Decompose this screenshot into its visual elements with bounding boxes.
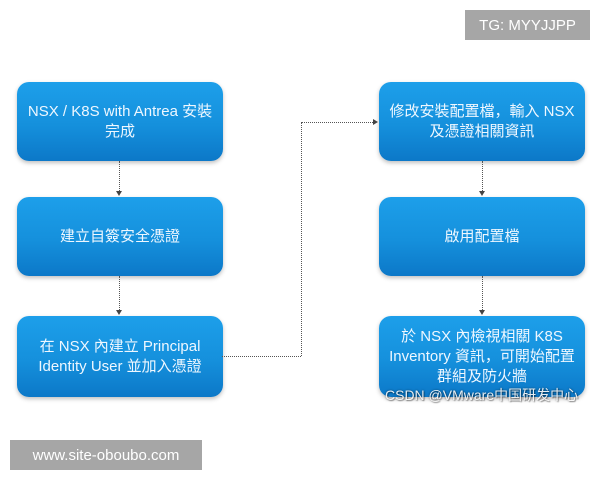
arrow-down-icon xyxy=(479,191,485,196)
tg-badge: TG: MYYJJPP xyxy=(465,10,590,40)
step-3-text: 在 NSX 內建立 Principal Identity User 並加入憑證 xyxy=(38,337,202,375)
flow-step-4-edit-config: 修改安裝配置檔，輸入 NSX 及憑證相關資訊 xyxy=(379,82,585,161)
step-2-text: 建立自簽安全憑證 xyxy=(59,227,180,245)
connector-4-5 xyxy=(482,161,483,191)
connector-3-4-vertical-segment xyxy=(301,122,302,356)
connector-3-4-bottom-segment xyxy=(222,356,301,357)
arrow-down-icon xyxy=(116,191,122,196)
connector-1-2 xyxy=(119,161,120,191)
step-4-text: 修改安裝配置檔，輸入 NSX 及憑證相關資訊 xyxy=(389,102,575,140)
flow-step-1-install-complete: NSX / K8S with Antrea 安裝完成 xyxy=(17,82,223,161)
flow-step-2-create-certificate: 建立自簽安全憑證 xyxy=(17,197,223,276)
connector-3-4-top-segment xyxy=(301,122,373,123)
step-1-text: NSX / K8S with Antrea 安裝完成 xyxy=(27,102,213,140)
arrow-down-icon xyxy=(479,310,485,315)
site-url-badge: www.site-oboubo.com xyxy=(10,440,202,470)
arrow-down-icon xyxy=(116,310,122,315)
arrow-right-icon xyxy=(373,119,378,125)
flow-step-3-principal-identity: 在 NSX 內建立 Principal Identity User 並加入憑證 xyxy=(17,316,223,397)
connector-2-3 xyxy=(119,276,120,310)
step-5-text: 啟用配置檔 xyxy=(444,227,520,245)
step-6-text: 於 NSX 內檢視相關 K8S Inventory 資訊，可開始配置群組及防火牆 xyxy=(389,327,575,385)
connector-5-6 xyxy=(482,276,483,310)
flow-step-5-enable-config: 啟用配置檔 xyxy=(379,197,585,276)
flow-step-6-view-inventory: 於 NSX 內檢視相關 K8S Inventory 資訊，可開始配置群組及防火牆 xyxy=(379,316,585,397)
csdn-watermark: CSDN @VMware中国研发中心 xyxy=(385,387,579,403)
